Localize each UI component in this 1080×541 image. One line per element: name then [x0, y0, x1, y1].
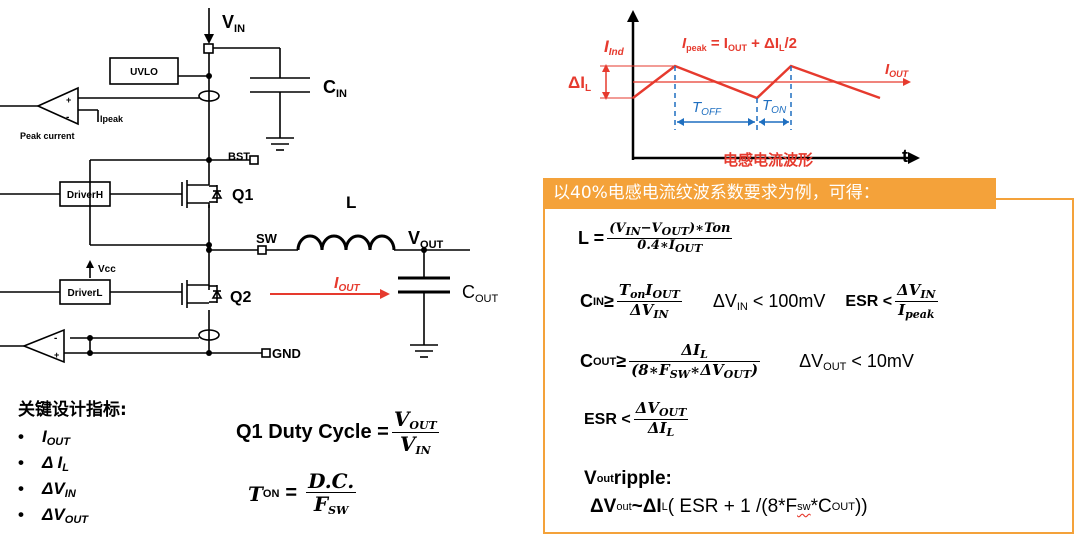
- vin-label: VIN: [222, 12, 245, 35]
- q1-label: Q1: [232, 187, 253, 204]
- inductor-label: L: [346, 193, 356, 212]
- cin-label: CIN: [323, 77, 347, 100]
- comparator2-plus: +: [54, 350, 59, 360]
- indicator-item: •IOUT: [18, 427, 70, 448]
- vcc-label: Vcc: [98, 264, 116, 275]
- panel-banner: 以40%电感电流纹波系数要求为例，可得：: [543, 178, 996, 209]
- comparator-plus: +: [66, 95, 71, 105]
- buck-converter-schematic: VIN CIN UVLO Peak current Ipeak BST Driv…: [0, 8, 499, 364]
- comparator-minus: -: [66, 112, 69, 123]
- ipeak-label: Ipeak: [100, 114, 124, 124]
- ipeak-equation: Ipeak = IOUT + ΔIL/2: [682, 35, 797, 53]
- indicators-title: 关键设计指标:: [18, 400, 127, 420]
- indicator-item: •Δ IL: [18, 453, 69, 474]
- q2-label: Q2: [230, 289, 251, 306]
- ton-label: TON: [762, 97, 787, 116]
- time-axis-label: t: [902, 146, 908, 166]
- uvlo-label: UVLO: [130, 67, 158, 78]
- waveform-caption: 电感电流波形: [723, 151, 813, 169]
- driverh-label: DriverH: [67, 190, 103, 201]
- inductor-current-waveform: IInd Ipeak = IOUT + ΔIL/2 ΔIL IOUT TOFF …: [568, 10, 920, 169]
- key-design-indicators: 关键设计指标: •IOUT •Δ IL •ΔVIN •ΔVOUT: [18, 395, 228, 528]
- driverl-label: DriverL: [67, 288, 102, 299]
- indicator-item: •ΔVIN: [18, 479, 76, 500]
- peak-current-label: Peak current: [20, 131, 75, 141]
- delta-il-label: ΔIL: [568, 73, 591, 94]
- iout-wave-label: IOUT: [885, 61, 910, 79]
- indicator-list: •IOUT •Δ IL •ΔVIN •ΔVOUT: [18, 424, 228, 528]
- bst-label: BST: [228, 151, 250, 163]
- vout-label: VOUT: [408, 228, 444, 251]
- i-ind-label: IInd: [604, 37, 625, 58]
- iout-label: IOUT: [334, 275, 360, 294]
- duty-cycle-equation: Q1 Duty Cycle = VOUT VIN: [236, 407, 439, 458]
- inductor-equation: L = (VIN−VOUT)∗Ton 0.4∗IOUT: [578, 221, 733, 256]
- sw-label: SW: [256, 231, 278, 246]
- cout-label: COUT: [462, 282, 499, 305]
- esr-equation: ESR < ΔVOUT ΔIL: [584, 399, 689, 440]
- gnd-label: GND: [272, 346, 301, 361]
- indicator-item: •ΔVOUT: [18, 505, 88, 526]
- toff-label: TOFF: [692, 99, 722, 118]
- comparator2-minus: -: [54, 333, 57, 344]
